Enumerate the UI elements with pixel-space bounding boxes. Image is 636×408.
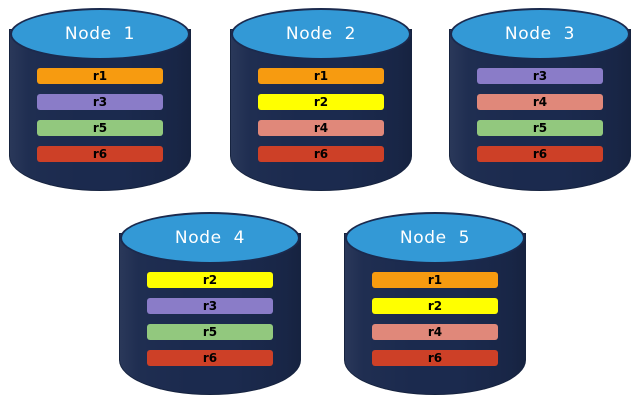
replica-bar-r5[interactable]: r5 bbox=[147, 324, 273, 340]
node-label: Node 5 bbox=[399, 228, 471, 248]
replica-list: r2 r3 r5 r6 bbox=[147, 272, 273, 366]
replica-list: r1 r2 r4 r6 bbox=[258, 68, 384, 162]
replica-bar-r6[interactable]: r6 bbox=[477, 146, 603, 162]
cylinder-top-icon bbox=[120, 212, 300, 264]
replica-bar-r4[interactable]: r4 bbox=[477, 94, 603, 110]
replica-bar-r5[interactable]: r5 bbox=[37, 120, 163, 136]
database-node-2[interactable]: Node 2 r1 r2 r4 r6 bbox=[231, 8, 411, 190]
replica-bar-r6[interactable]: r6 bbox=[147, 350, 273, 366]
replica-bar-r4[interactable]: r4 bbox=[258, 120, 384, 136]
database-node-1[interactable]: Node 1 r1 r3 r5 r6 bbox=[10, 8, 190, 190]
cylinder-top-icon bbox=[345, 212, 525, 264]
cylinder-top-icon bbox=[450, 8, 630, 60]
node-label: Node 1 bbox=[64, 24, 136, 44]
replica-list: r3 r4 r5 r6 bbox=[477, 68, 603, 162]
node-label: Node 4 bbox=[174, 228, 246, 248]
cylinder-top-icon bbox=[231, 8, 411, 60]
database-node-5[interactable]: Node 5 r1 r2 r4 r6 bbox=[345, 212, 525, 394]
replica-bar-r6[interactable]: r6 bbox=[37, 146, 163, 162]
replica-bar-r4[interactable]: r4 bbox=[372, 324, 498, 340]
replica-bar-r6[interactable]: r6 bbox=[258, 146, 384, 162]
replica-bar-r1[interactable]: r1 bbox=[372, 272, 498, 288]
replica-bar-r6[interactable]: r6 bbox=[372, 350, 498, 366]
replica-bar-r2[interactable]: r2 bbox=[147, 272, 273, 288]
replica-bar-r1[interactable]: r1 bbox=[37, 68, 163, 84]
replica-bar-r2[interactable]: r2 bbox=[372, 298, 498, 314]
replica-bar-r2[interactable]: r2 bbox=[258, 94, 384, 110]
node-label: Node 3 bbox=[504, 24, 576, 44]
replica-list: r1 r2 r4 r6 bbox=[372, 272, 498, 366]
replica-list: r1 r3 r5 r6 bbox=[37, 68, 163, 162]
node-label: Node 2 bbox=[285, 24, 357, 44]
replica-bar-r5[interactable]: r5 bbox=[477, 120, 603, 136]
replica-bar-r1[interactable]: r1 bbox=[258, 68, 384, 84]
cylinder-top-icon bbox=[10, 8, 190, 60]
replica-bar-r3[interactable]: r3 bbox=[37, 94, 163, 110]
database-node-3[interactable]: Node 3 r3 r4 r5 r6 bbox=[450, 8, 630, 190]
replica-bar-r3[interactable]: r3 bbox=[147, 298, 273, 314]
replica-bar-r3[interactable]: r3 bbox=[477, 68, 603, 84]
database-node-4[interactable]: Node 4 r2 r3 r5 r6 bbox=[120, 212, 300, 394]
